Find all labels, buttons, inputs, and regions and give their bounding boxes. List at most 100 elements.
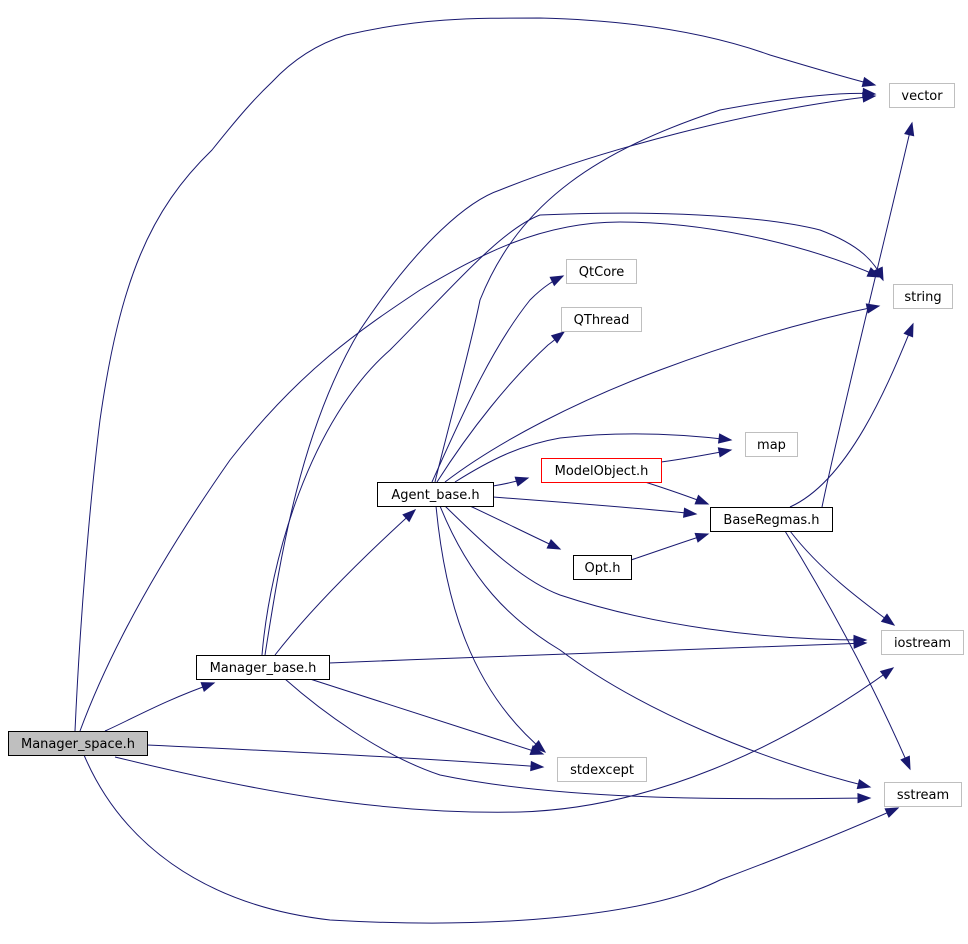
edge-line bbox=[431, 275, 564, 483]
node-sstream: sstream bbox=[884, 782, 962, 807]
edge-agent_base-to-sstream bbox=[439, 505, 872, 790]
node-stdexcept: stdexcept bbox=[557, 757, 647, 782]
node-box bbox=[710, 507, 833, 532]
edge-line bbox=[264, 95, 876, 656]
edge-baseregmas-to-vector bbox=[821, 121, 915, 508]
nodes-layer: Manager_space.h Manager_base.h Agent_base.… bbox=[8, 83, 964, 807]
arrowhead-icon bbox=[904, 121, 915, 137]
edge-agent_base-to-stdexcept bbox=[435, 505, 547, 753]
arrowhead-icon bbox=[861, 76, 877, 88]
edge-baseregmas-to-sstream bbox=[784, 530, 911, 771]
arrowhead-icon bbox=[694, 532, 710, 543]
edge-line bbox=[492, 496, 697, 515]
arrowhead-icon bbox=[402, 509, 417, 523]
edge-line bbox=[284, 678, 871, 800]
node-box bbox=[8, 731, 148, 756]
arrowhead-icon bbox=[873, 266, 884, 282]
node-agent_base[interactable]: Agent_base.h bbox=[377, 482, 494, 507]
arrowhead-icon bbox=[856, 778, 872, 790]
edge-line bbox=[784, 530, 911, 770]
arrowhead-icon bbox=[549, 275, 565, 287]
arrowhead-icon bbox=[853, 634, 868, 646]
arrowhead-icon bbox=[879, 667, 895, 680]
arrowhead-icon bbox=[532, 740, 547, 753]
node-map: map bbox=[745, 432, 798, 457]
node-box bbox=[561, 307, 642, 332]
node-box bbox=[745, 432, 798, 457]
edge-line bbox=[444, 505, 867, 641]
edge-agent_base-to-iostream bbox=[444, 505, 868, 646]
edge-line bbox=[114, 667, 894, 813]
arrowhead-icon bbox=[884, 807, 900, 818]
node-box bbox=[196, 655, 330, 680]
node-opt[interactable]: Opt.h bbox=[573, 555, 632, 580]
arrowhead-icon bbox=[550, 331, 566, 344]
edge-agent_base-to-baseregmas bbox=[492, 496, 698, 518]
arrowhead-icon bbox=[862, 87, 877, 99]
edge-line bbox=[274, 509, 416, 656]
node-box bbox=[881, 630, 964, 655]
edge-line bbox=[74, 17, 876, 732]
edge-agent_base-to-vector bbox=[434, 87, 877, 483]
edge-manager_space-to-vector bbox=[74, 17, 877, 732]
node-vector: vector bbox=[889, 83, 955, 108]
arrowhead-icon bbox=[717, 447, 733, 458]
edge-manager_base-to-sstream bbox=[284, 678, 872, 804]
edge-agent_base-to-modelobject bbox=[492, 476, 530, 487]
node-label: ModelObject.h bbox=[555, 464, 649, 479]
edge-line bbox=[309, 678, 544, 755]
edges-layer bbox=[74, 17, 915, 924]
edge-line bbox=[83, 754, 899, 924]
arrowhead-icon bbox=[880, 613, 896, 626]
node-label: Manager_base.h bbox=[210, 661, 317, 676]
edge-manager_space-to-iostream bbox=[114, 667, 895, 813]
node-label: map bbox=[757, 438, 786, 453]
edge-line bbox=[444, 305, 880, 483]
edge-manager_base-to-agent_base bbox=[274, 509, 417, 656]
node-baseregmas[interactable]: BaseRegmas.h bbox=[710, 507, 833, 532]
arrowhead-icon bbox=[200, 682, 216, 693]
arrowhead-icon bbox=[530, 760, 545, 772]
node-manager_base[interactable]: Manager_base.h bbox=[196, 655, 330, 680]
edge-manager_base-to-vector bbox=[264, 92, 877, 656]
arrowhead-icon bbox=[717, 433, 733, 444]
node-string: string bbox=[893, 284, 953, 309]
edge-modelobject-to-map bbox=[660, 447, 733, 463]
node-label: vector bbox=[901, 89, 943, 104]
edge-line bbox=[789, 530, 895, 626]
node-label: Agent_base.h bbox=[391, 488, 479, 503]
node-label: stdexcept bbox=[570, 763, 634, 778]
edge-manager_space-to-string bbox=[79, 221, 882, 732]
arrowhead-icon bbox=[683, 507, 698, 518]
node-qthread: QThread bbox=[561, 307, 642, 332]
node-manager_space[interactable]: Manager_space.h bbox=[8, 731, 148, 756]
edge-manager_space-to-stdexcept bbox=[146, 744, 545, 772]
edge-line bbox=[104, 682, 215, 732]
edge-line bbox=[434, 92, 876, 483]
edge-line bbox=[261, 212, 884, 656]
arrowhead-icon bbox=[857, 792, 872, 804]
arrowhead-icon bbox=[903, 322, 914, 338]
node-label: Opt.h bbox=[585, 561, 621, 576]
node-box bbox=[884, 782, 962, 807]
arrowhead-icon bbox=[900, 755, 911, 771]
arrowhead-icon bbox=[514, 476, 530, 487]
node-modelobject[interactable]: ModelObject.h bbox=[541, 458, 662, 483]
edge-manager_space-to-sstream bbox=[83, 754, 900, 924]
edge-modelobject-to-baseregmas bbox=[644, 481, 710, 505]
edge-baseregmas-to-iostream bbox=[789, 530, 896, 626]
node-box bbox=[541, 458, 662, 483]
node-box bbox=[889, 83, 955, 108]
node-label: QThread bbox=[574, 313, 630, 328]
node-box bbox=[377, 482, 494, 507]
node-box bbox=[557, 757, 647, 782]
edge-agent_base-to-qtcore bbox=[431, 275, 565, 483]
edge-line bbox=[146, 744, 544, 768]
edge-agent_base-to-string bbox=[444, 303, 881, 483]
node-label: QtCore bbox=[579, 265, 624, 280]
node-label: string bbox=[904, 290, 941, 305]
edge-manager_base-to-iostream bbox=[328, 638, 868, 664]
node-label: sstream bbox=[897, 788, 949, 803]
node-label: BaseRegmas.h bbox=[723, 513, 819, 528]
